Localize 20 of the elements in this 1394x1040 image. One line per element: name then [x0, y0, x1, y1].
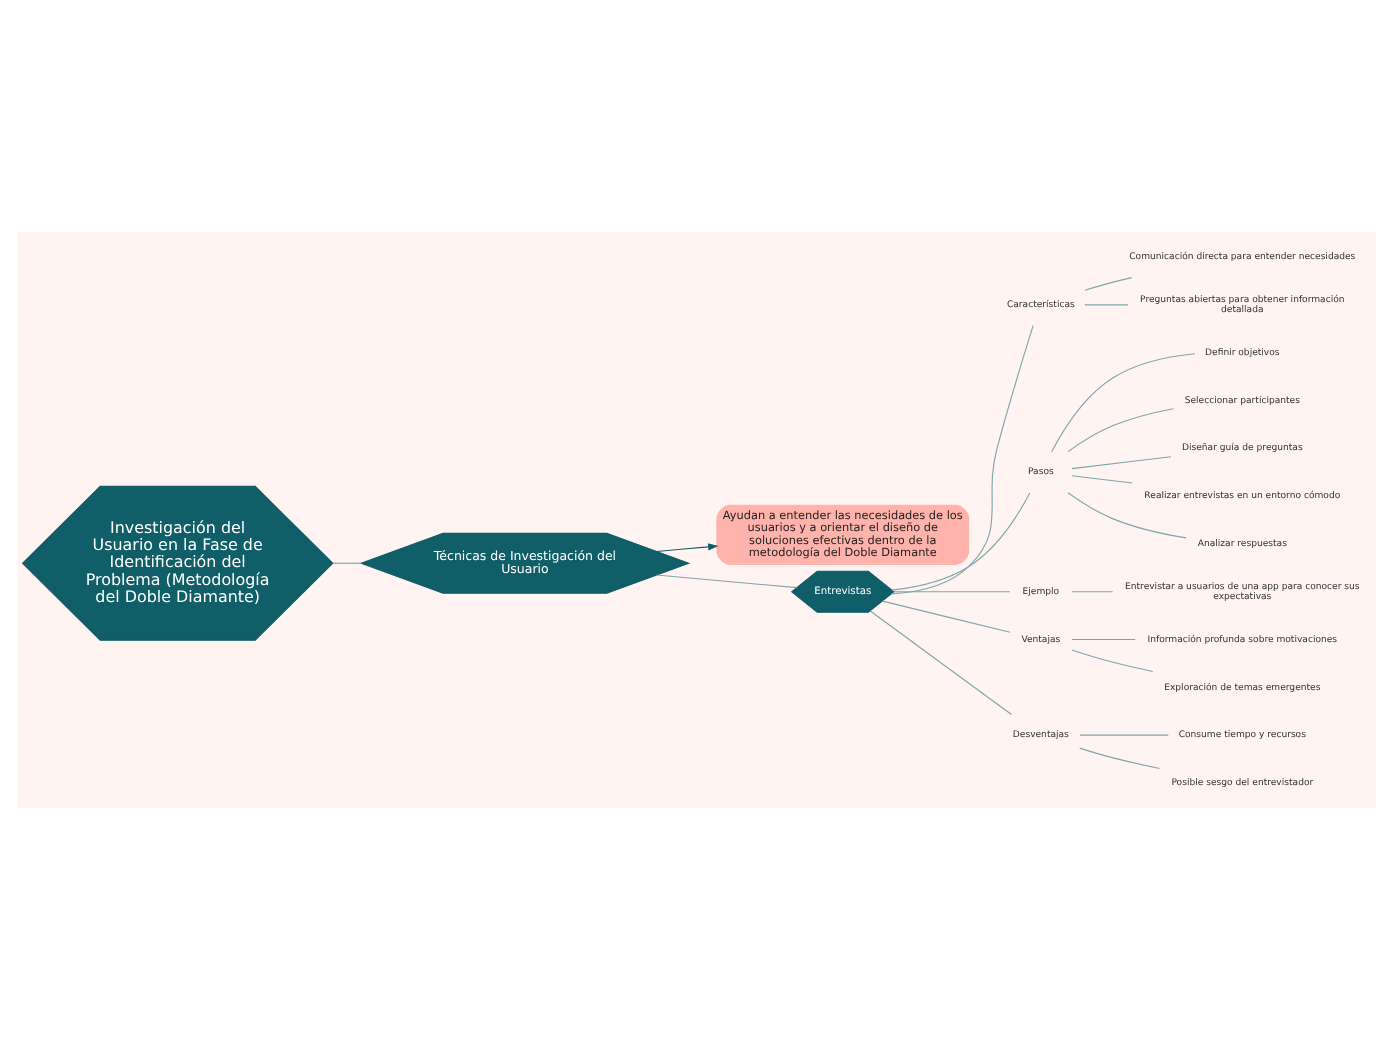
connector	[893, 591, 1011, 593]
connector	[882, 600, 1011, 633]
connector	[1067, 408, 1174, 453]
connector	[1067, 492, 1187, 539]
connector	[656, 574, 798, 589]
arrow	[656, 543, 719, 553]
connector	[1071, 475, 1133, 484]
connector	[869, 610, 1013, 716]
connector	[332, 562, 362, 564]
connector	[1071, 638, 1136, 641]
connector	[891, 492, 1031, 591]
connector	[890, 325, 1034, 595]
connector	[1079, 734, 1169, 736]
connector	[1084, 277, 1133, 291]
connector	[1079, 747, 1161, 770]
connector	[1084, 304, 1129, 306]
connector	[1051, 353, 1196, 453]
connector	[1071, 456, 1172, 470]
connector	[1071, 591, 1114, 593]
connector	[1071, 649, 1154, 672]
